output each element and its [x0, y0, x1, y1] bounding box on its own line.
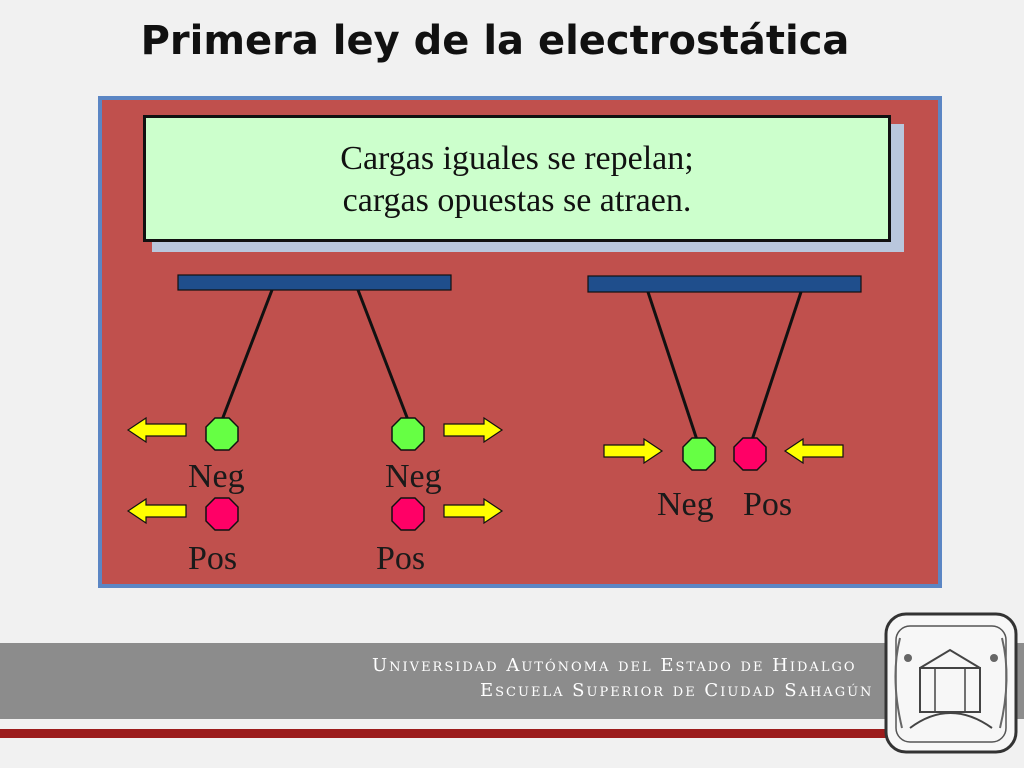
right-negative-ball	[682, 437, 716, 471]
left-ball-2-neg-label: Neg	[385, 458, 442, 495]
left-ball-1-neg-label: Neg	[188, 458, 245, 495]
right-ball-2-label: Pos	[743, 486, 793, 523]
right-ball-1-label: Neg	[657, 486, 714, 523]
right-string-2	[750, 291, 803, 441]
footer-accent-line	[0, 729, 960, 738]
left-positive-ball-2	[391, 497, 425, 531]
left-support-bar	[177, 274, 452, 291]
left-ball-2-pos-label: Pos	[376, 540, 426, 577]
university-name: Universidad Autónoma del Estado de Hidal…	[372, 655, 857, 676]
right-positive-ball	[733, 437, 767, 471]
school-name: Escuela Superior de Ciudad Sahagún	[480, 680, 874, 701]
callout-line-2: cargas opuestas se atraen.	[342, 182, 692, 219]
right-support-bar	[587, 275, 862, 293]
right-string-1	[646, 291, 699, 441]
left-repel-arrow-4	[443, 498, 503, 524]
left-ball-1-pos-label: Pos	[188, 540, 238, 577]
right-attract-arrow-1	[603, 438, 663, 464]
left-string-1	[220, 289, 274, 421]
left-repel-arrow-1	[127, 417, 187, 443]
footer-band	[0, 643, 1024, 719]
uaeh-seal-logo	[884, 612, 1018, 754]
left-repel-arrow-2	[443, 417, 503, 443]
right-attract-arrow-2	[784, 438, 844, 464]
callout-line-1: Cargas iguales se repelan;	[340, 140, 694, 177]
left-negative-ball-1	[205, 417, 239, 451]
callout-box: Cargas iguales se repelan; cargas opuest…	[143, 115, 891, 242]
left-string-2	[356, 289, 410, 421]
slide-title: Primera ley de la electrostática	[140, 18, 850, 64]
left-negative-ball-2	[391, 417, 425, 451]
left-positive-ball-1	[205, 497, 239, 531]
left-repel-arrow-3	[127, 498, 187, 524]
